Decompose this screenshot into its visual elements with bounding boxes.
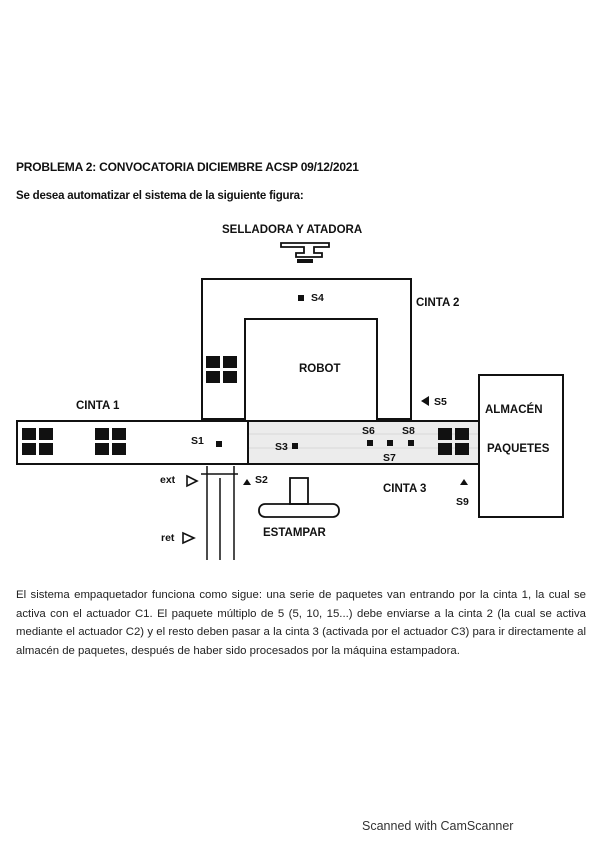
- cinta-2-label: CINTA 2: [416, 297, 460, 309]
- scanner-watermark: Scanned with CamScanner: [362, 819, 514, 833]
- s9-arrow: [460, 479, 468, 485]
- sensor-s3: [292, 443, 298, 449]
- s6-label: S6: [362, 425, 375, 437]
- s9-label: S9: [456, 496, 469, 508]
- s5-label: S5: [434, 396, 447, 408]
- stamper-base: [258, 503, 340, 518]
- s5-arrow: [421, 396, 429, 406]
- s2-arrow: [243, 479, 251, 485]
- s2-label: S2: [255, 474, 268, 486]
- cinta-3-label: CINTA 3: [383, 483, 427, 495]
- page-title: PROBLEMA 2: CONVOCATORIA DICIEMBRE ACSP …: [16, 160, 359, 174]
- ext-label: ext: [160, 474, 176, 486]
- robot-area: [244, 318, 378, 422]
- ret-arrow: [182, 531, 196, 545]
- robot-label: ROBOT: [299, 363, 341, 375]
- ext-arrow: [186, 474, 199, 488]
- estampar-label: ESTAMPAR: [263, 527, 326, 539]
- package: [438, 428, 469, 455]
- s8-label: S8: [402, 425, 415, 437]
- almacen-box: [478, 374, 564, 518]
- almacen-label: ALMACÉN: [485, 404, 543, 416]
- sensor-s1: [216, 441, 222, 447]
- s1-label: S1: [191, 435, 204, 447]
- sealer-label: SELLADORA Y ATADORA: [222, 224, 363, 236]
- package: [95, 428, 126, 455]
- sealer-shape: [280, 242, 330, 258]
- s7-label: S7: [383, 452, 396, 464]
- stamper-head: [289, 477, 309, 505]
- s3-label: S3: [275, 441, 288, 453]
- package: [22, 428, 53, 455]
- package: [206, 356, 237, 383]
- sensor-s4: [298, 295, 304, 301]
- belt-divider: [247, 420, 249, 465]
- description-paragraph: El sistema empaquetador funciona como si…: [16, 589, 586, 657]
- ret-label: ret: [161, 532, 175, 544]
- sensor-s8: [408, 440, 414, 446]
- sensor-s6: [367, 440, 373, 446]
- sensor-s7: [387, 440, 393, 446]
- paquetes-label: PAQUETES: [487, 443, 550, 455]
- intro-text: Se desea automatizar el sistema de la si…: [16, 190, 304, 202]
- s4-label: S4: [311, 292, 324, 304]
- cinta-1-label: CINTA 1: [76, 400, 120, 412]
